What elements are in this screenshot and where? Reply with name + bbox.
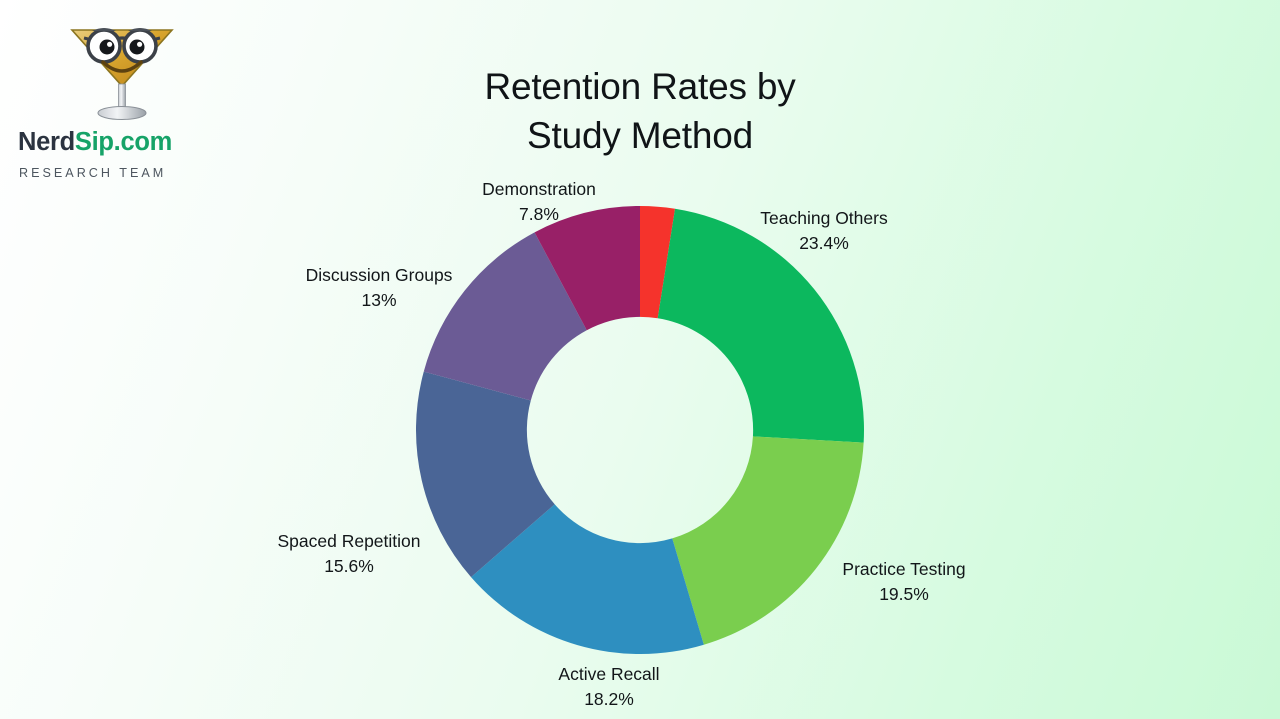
slice-label-value: 7.8% <box>519 204 559 224</box>
slice-label-discussion-groups: Discussion Groups 13% <box>283 263 475 313</box>
slice-label-name: Teaching Others <box>760 208 888 228</box>
chart-title: Retention Rates by Study Method <box>390 62 890 160</box>
slice-label-value: 19.5% <box>879 584 929 604</box>
donut-slice[interactable] <box>657 208 864 443</box>
donut-slice[interactable] <box>640 206 676 319</box>
slice-label-name: Discussion Groups <box>305 265 453 285</box>
donut-slice[interactable] <box>534 206 640 331</box>
brand-name-secondary: Sip.com <box>74 128 172 156</box>
chart-title-line-1: Retention Rates by <box>484 66 796 107</box>
donut-slice-group <box>416 206 864 654</box>
slice-label-name: Spaced Repetition <box>277 531 421 551</box>
donut-slice[interactable] <box>416 371 555 578</box>
donut-slice[interactable] <box>672 436 864 645</box>
slice-label-value: 15.6% <box>324 556 374 576</box>
slice-label-practice-testing: Practice Testing 19.5% <box>814 557 994 607</box>
slice-label-value: 18.2% <box>584 689 634 709</box>
martini-glass-nerd-face-icon <box>58 8 186 126</box>
slice-label-value: 13% <box>361 290 397 310</box>
slice-label-name: Active Recall <box>558 664 660 684</box>
slice-label-value: 23.4% <box>799 233 849 253</box>
donut-chart <box>416 206 864 654</box>
slice-label-teaching-others: Teaching Others 23.4% <box>728 206 920 256</box>
brand-logo-block: NerdSip.com RESEARCH TEAM <box>18 8 218 180</box>
brand-name-primary: Nerd <box>18 128 75 156</box>
slice-label-active-recall: Active Recall 18.2% <box>524 662 694 712</box>
slice-label-demonstration: Demonstration 7.8% <box>449 177 629 227</box>
donut-slice[interactable] <box>423 232 587 401</box>
slice-label-name: Demonstration <box>482 179 596 199</box>
donut-slice[interactable] <box>471 504 704 654</box>
chart-title-line-2: Study Method <box>527 115 753 156</box>
slice-label-name: Practice Testing <box>842 559 966 579</box>
brand-tagline: RESEARCH TEAM <box>19 166 167 180</box>
slice-label-spaced-repetition: Spaced Repetition 15.6% <box>254 529 444 579</box>
brand-wordmark: NerdSip.com <box>18 128 218 156</box>
